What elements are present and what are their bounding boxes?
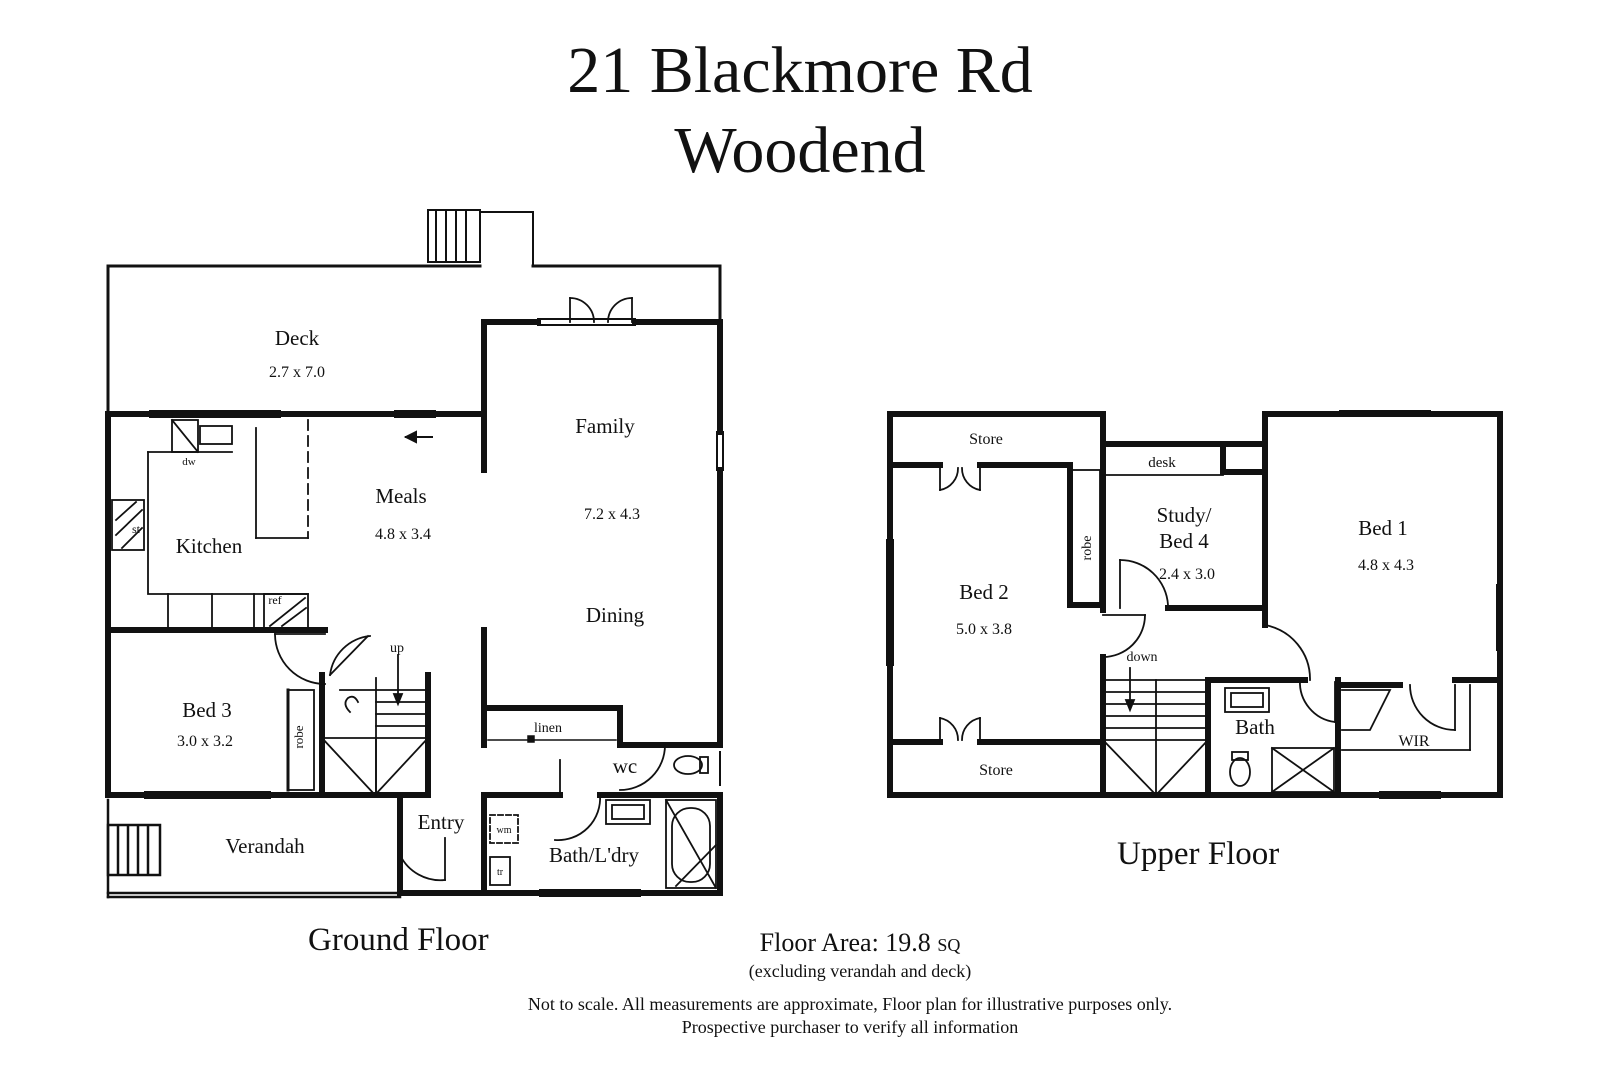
- dw-label: dw: [182, 456, 196, 468]
- ground-floor-caption: Ground Floor: [308, 922, 489, 958]
- floor-area: Floor Area: 19.8 SQ: [700, 928, 1020, 958]
- bath-laundry-name: Bath/L'dry: [549, 843, 640, 867]
- floor-area-note: (excluding verandah and deck): [748, 961, 972, 981]
- floor-area-value: Floor Area: 19.8: [759, 928, 931, 957]
- family-french-doors: [569, 297, 633, 323]
- linen-shelf: [487, 735, 617, 743]
- upper-bath-fixtures: [1224, 687, 1336, 794]
- deck-name: Deck: [275, 326, 320, 350]
- ground-stairs: [320, 654, 430, 797]
- study-size: 2.4 x 3.0: [1159, 566, 1215, 583]
- meals-name: Meals: [375, 484, 426, 508]
- store-bottom-name: Store: [979, 762, 1013, 779]
- kitchen-fittings: [111, 418, 309, 629]
- linen-label: linen: [534, 721, 562, 736]
- family-name: Family: [575, 414, 635, 438]
- disclaimer-line-2: Prospective purchaser to verify all info…: [681, 1017, 1019, 1037]
- ground-windows: [144, 318, 724, 897]
- bed3-robe: [286, 688, 315, 792]
- upper-stairs: [1101, 667, 1210, 797]
- kitchen-name: Kitchen: [176, 534, 243, 558]
- entry-name: Entry: [418, 810, 465, 834]
- tr-label: tr: [497, 867, 504, 878]
- dining-name: Dining: [586, 603, 645, 627]
- wc-toilet: [673, 755, 709, 775]
- address-line: 21 Blackmore Rd: [567, 34, 1033, 107]
- bed1-size: 4.8 x 4.3: [1358, 557, 1414, 574]
- verandah-name: Verandah: [225, 834, 305, 858]
- upper-fittings: [1069, 469, 1471, 751]
- bath-name: Bath: [1235, 715, 1275, 739]
- ref-label: ref: [268, 593, 281, 607]
- floor-area-unit: SQ: [937, 935, 961, 955]
- desk-label: desk: [1148, 455, 1176, 471]
- store-top-name: Store: [969, 431, 1003, 448]
- upper-doors: [938, 464, 1456, 743]
- deck-boundary: [106, 264, 722, 414]
- wir-name: WIR: [1398, 733, 1429, 750]
- family-size: 7.2 x 4.3: [584, 506, 640, 523]
- bed2-robe-label: robe: [1080, 536, 1095, 561]
- bed2-name: Bed 2: [959, 580, 1009, 604]
- upper-floor-caption: Upper Floor: [1117, 836, 1280, 872]
- suburb-line: Woodend: [674, 114, 926, 187]
- deck-steps: [427, 209, 534, 267]
- study-name-line2: Bed 4: [1159, 529, 1209, 553]
- verandah-outline: [106, 798, 402, 899]
- meals-size: 4.8 x 3.4: [375, 526, 431, 543]
- bed3-robe-label: robe: [291, 725, 306, 748]
- upper-windows: [886, 410, 1498, 799]
- st-label: st: [132, 522, 141, 536]
- bath-laundry-fixtures: [489, 798, 718, 890]
- meals-arrow: [403, 430, 433, 444]
- deck-size: 2.7 x 7.0: [269, 364, 325, 381]
- bed2-size: 5.0 x 3.8: [956, 621, 1012, 638]
- wc-name: wc: [613, 754, 638, 778]
- ground-doors: [274, 633, 666, 882]
- up-label: up: [390, 641, 404, 656]
- wm-label: wm: [497, 825, 512, 836]
- bed3-name: Bed 3: [182, 698, 232, 722]
- study-name-line1: Study/: [1157, 503, 1212, 527]
- disclaimer-line-1: Not to scale. All measurements are appro…: [527, 994, 1173, 1014]
- bed3-size: 3.0 x 3.2: [177, 733, 233, 750]
- bed1-name: Bed 1: [1358, 516, 1408, 540]
- down-label: down: [1126, 650, 1157, 665]
